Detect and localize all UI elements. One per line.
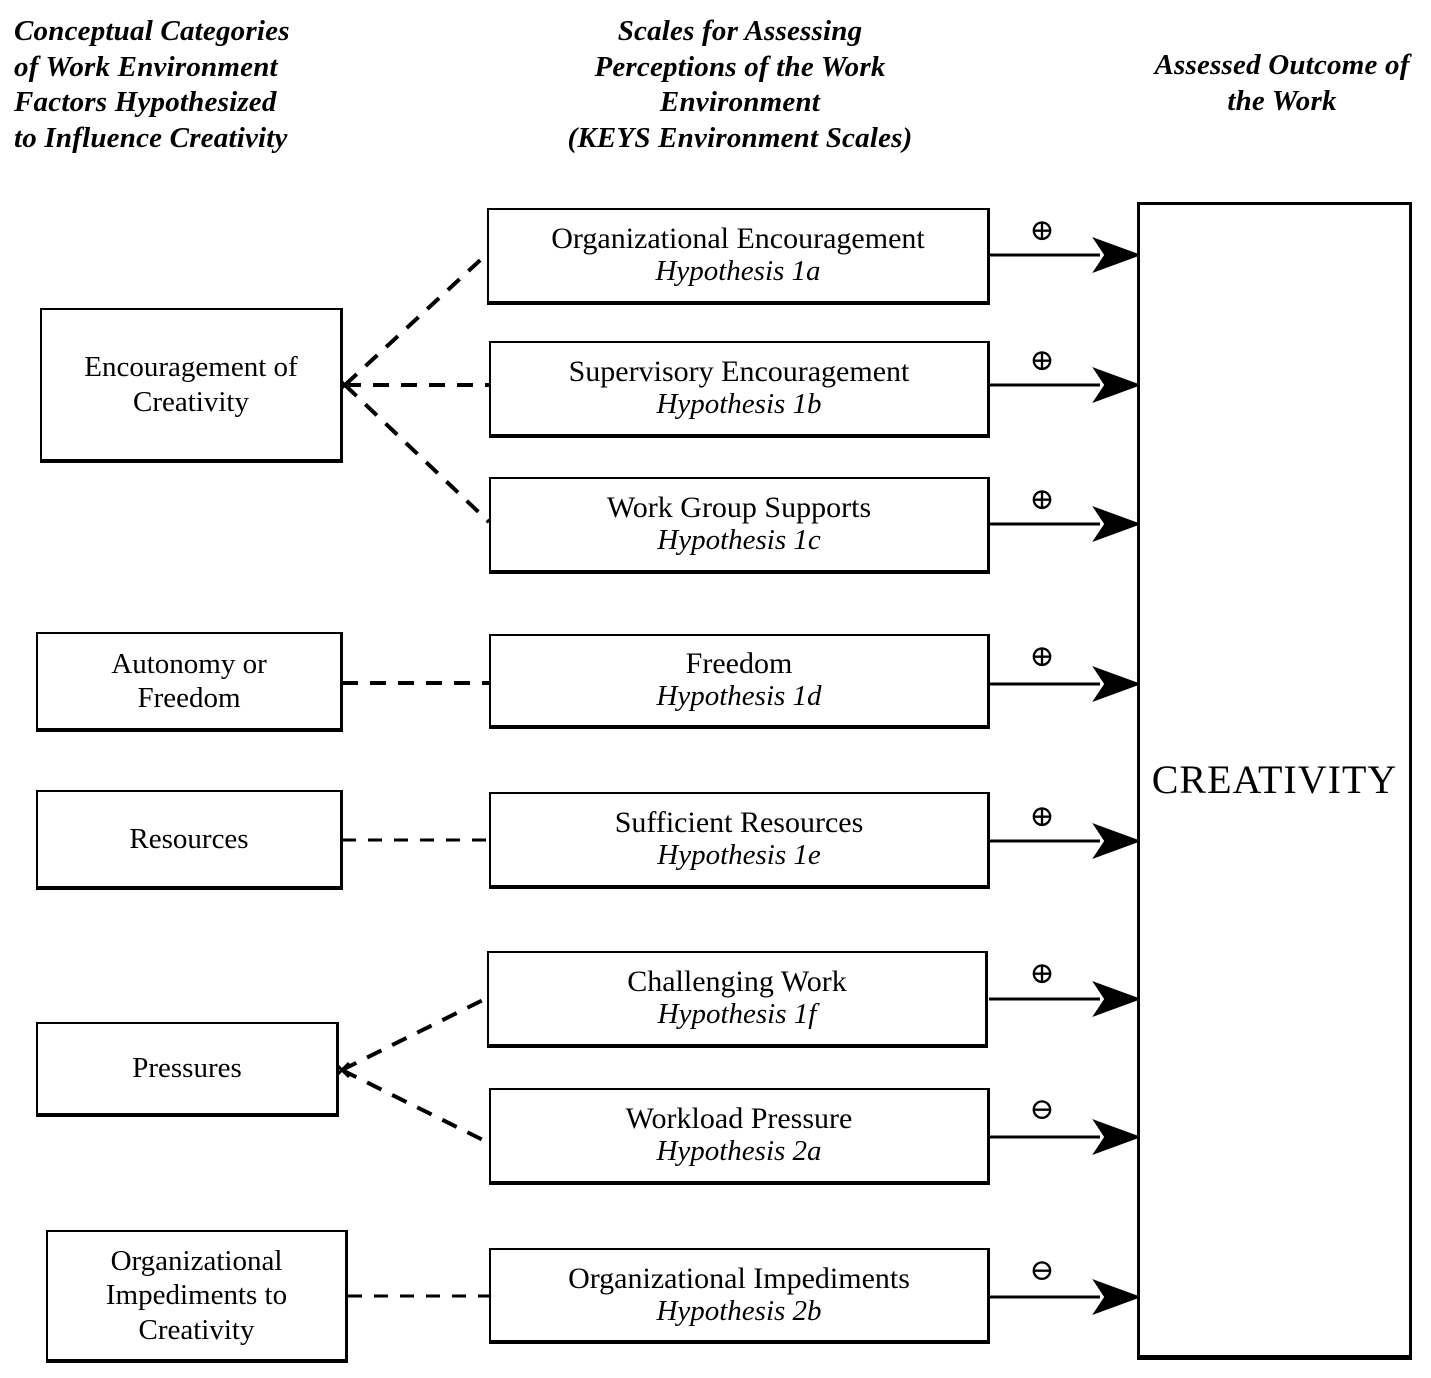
arrow-to-creativity-1c: [989, 506, 1142, 542]
scale-title: Organizational Encouragement: [551, 222, 925, 256]
category-label: Autonomy or Freedom: [111, 647, 267, 714]
arrow-to-creativity-2a: [989, 1119, 1142, 1155]
scale-box-workload-pressure[interactable]: Workload Pressure Hypothesis 2a: [489, 1088, 990, 1185]
category-box-pressures[interactable]: Pressures: [36, 1022, 339, 1117]
scale-hypothesis: Hypothesis 1b: [656, 388, 822, 421]
arrow-to-creativity-2b: [989, 1279, 1142, 1315]
scale-hypothesis: Hypothesis 1c: [657, 524, 821, 557]
scale-box-organizational-impediments[interactable]: Organizational Impediments Hypothesis 2b: [489, 1248, 990, 1344]
arrow-to-creativity-1b: [989, 367, 1142, 403]
category-box-encouragement-of-creativity[interactable]: Encouragement of Creativity: [40, 308, 343, 463]
scale-hypothesis: Hypothesis 1a: [655, 255, 821, 288]
category-label: Pressures: [132, 1052, 242, 1085]
category-box-resources[interactable]: Resources: [36, 790, 343, 890]
arrow-to-creativity-1a: [989, 237, 1142, 273]
arrow-to-creativity-1f: [989, 981, 1142, 1017]
scale-box-challenging-work[interactable]: Challenging Work Hypothesis 1f: [487, 951, 988, 1048]
circled-plus-icon: ⊕: [1029, 344, 1055, 377]
scale-box-work-group-supports[interactable]: Work Group Supports Hypothesis 1c: [489, 477, 990, 574]
column-header-assessed-outcome: Assessed Outcome of the Work: [1154, 49, 1410, 117]
scale-hypothesis: Hypothesis 2b: [656, 1294, 822, 1327]
category-label: Resources: [129, 822, 249, 855]
arrow-to-creativity-1e: [989, 823, 1142, 859]
scale-title: Workload Pressure: [625, 1102, 853, 1136]
circled-minus-icon: ⊖: [1029, 1093, 1055, 1126]
scale-title: Freedom: [685, 647, 793, 681]
category-box-autonomy-or-freedom[interactable]: Autonomy or Freedom: [36, 632, 343, 732]
scale-box-supervisory-encouragement[interactable]: Supervisory Encouragement Hypothesis 1b: [489, 341, 990, 438]
link-encouragement-fan: [343, 250, 491, 524]
column-header-keys-scales: Scales for Assessing Perceptions of the …: [567, 15, 913, 154]
scale-box-freedom[interactable]: Freedom Hypothesis 1d: [489, 634, 990, 729]
category-label: Encouragement of Creativity: [84, 351, 298, 418]
scale-hypothesis: Hypothesis 2a: [656, 1135, 822, 1168]
scale-hypothesis: Hypothesis 1f: [657, 998, 817, 1031]
scale-title: Sufficient Resources: [614, 806, 864, 840]
scale-title: Organizational Impediments: [568, 1261, 910, 1295]
circled-plus-icon: ⊕: [1029, 957, 1055, 990]
link-pressures-fan: [341, 995, 490, 1145]
scale-box-sufficient-resources[interactable]: Sufficient Resources Hypothesis 1e: [489, 792, 990, 889]
circled-plus-icon: ⊕: [1029, 483, 1055, 516]
circled-plus-icon: ⊕: [1029, 214, 1055, 247]
circled-plus-icon: ⊕: [1029, 800, 1055, 833]
scale-title: Supervisory Encouragement: [568, 355, 910, 389]
category-label: Organizational Impediments to Creativity: [105, 1245, 288, 1346]
scale-title: Challenging Work: [627, 965, 847, 999]
scale-hypothesis: Hypothesis 1e: [657, 839, 821, 872]
category-box-organizational-impediments-to-creativity[interactable]: Organizational Impediments to Creativity: [46, 1230, 348, 1363]
column-header-conceptual-categories: Conceptual Categories of Work Environmen…: [14, 15, 290, 154]
outcome-label: CREATIVITY: [1151, 757, 1398, 802]
arrow-to-creativity-1d: [989, 666, 1142, 702]
circled-minus-icon: ⊖: [1029, 1254, 1055, 1287]
arrow-group-to-creativity: [989, 237, 1142, 1315]
scale-box-organizational-encouragement[interactable]: Organizational Encouragement Hypothesis …: [487, 208, 990, 305]
outcome-box-creativity[interactable]: CREATIVITY: [1137, 202, 1412, 1360]
scale-hypothesis: Hypothesis 1d: [656, 680, 822, 713]
scale-title: Work Group Supports: [606, 491, 872, 525]
circled-plus-icon: ⊕: [1029, 640, 1055, 673]
